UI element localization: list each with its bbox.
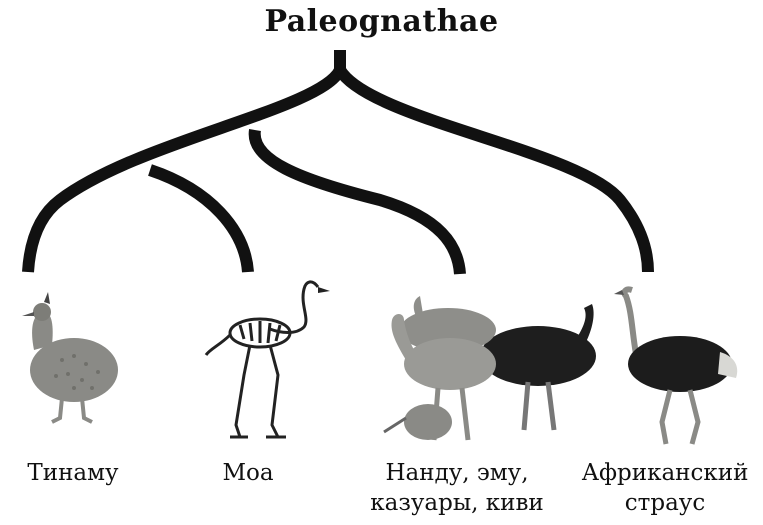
branch-ostrich <box>340 70 648 272</box>
taxon-label-line: Африканский <box>572 458 758 488</box>
branch-ratites <box>255 130 460 274</box>
taxon-label-ostrich: Африканский страус <box>572 458 758 518</box>
moa-skeleton-illustration <box>200 275 340 445</box>
taxon-label-moa: Моа <box>188 458 308 488</box>
taxon-label-tinamou: Тинаму <box>8 458 138 488</box>
ratites-group-illustration <box>378 290 603 450</box>
tinamou-illustration <box>12 290 127 430</box>
branch-moa <box>150 170 248 272</box>
taxon-label-line: Моа <box>188 458 308 488</box>
ostrich-illustration <box>610 282 750 452</box>
taxon-label-line: Нанду, эму, <box>352 458 562 488</box>
taxon-label-line: казуары, киви <box>352 488 562 518</box>
taxon-label-line: страус <box>572 488 758 518</box>
taxon-label-line: Тинаму <box>8 458 138 488</box>
taxon-label-ratites: Нанду, эму, казуары, киви <box>352 458 562 518</box>
